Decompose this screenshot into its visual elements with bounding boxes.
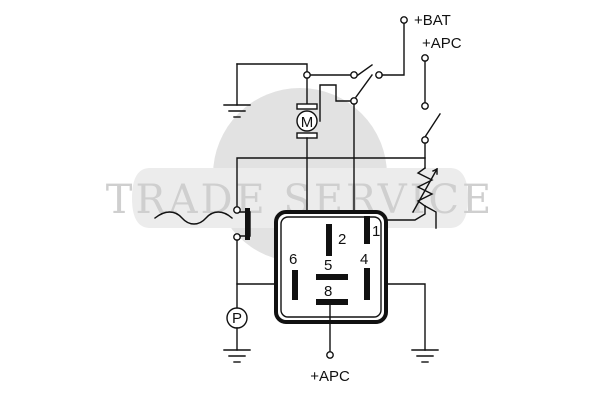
label-apc-bottom: +APC <box>310 368 350 385</box>
watermark-band <box>132 168 468 228</box>
terminal-motor-top <box>303 71 311 79</box>
pin-8-blade <box>316 299 348 305</box>
wire-resistor-right <box>424 205 437 229</box>
pin-5-label: 5 <box>324 257 332 274</box>
terminal-apc-top <box>421 54 429 62</box>
pressure-label: P <box>232 310 242 327</box>
terminal-switch-a <box>350 71 358 79</box>
motor-label: M <box>301 114 314 131</box>
pressure-switch: P <box>223 307 251 363</box>
switch-arm-apc <box>422 113 441 141</box>
label-apc-top: +APC <box>422 35 462 52</box>
pin-6-blade <box>292 270 298 300</box>
temp-sensor <box>154 206 251 241</box>
pin-2-blade <box>326 224 332 256</box>
motor: M <box>296 77 318 139</box>
switch-bat <box>357 16 408 79</box>
pin-5-blade <box>316 274 348 280</box>
switch-arm-b <box>355 74 373 98</box>
pin-4-label: 4 <box>360 251 368 268</box>
pin-6-label: 6 <box>289 251 297 268</box>
terminal-apc-bottom <box>326 351 334 359</box>
terminal-switch-b <box>350 97 358 105</box>
pin-2-label: 2 <box>338 231 346 248</box>
ground-top-left <box>223 63 251 118</box>
ground-bottom-right <box>411 349 439 363</box>
terminal-apc-mid <box>421 102 429 110</box>
wire-pin4-to-ground <box>385 283 426 351</box>
pin-1-label: 1 <box>372 223 380 240</box>
relay-module: 2 1 5 6 4 8 <box>274 210 388 324</box>
wire-ground-to-motor <box>236 63 308 76</box>
terminal-apc-low <box>421 136 429 144</box>
pin-4-blade <box>364 268 370 300</box>
label-bat: +BAT <box>414 12 451 29</box>
wire-motor-side <box>319 84 355 122</box>
wire-resistor-to-pin1 <box>374 205 426 221</box>
pin-1-blade <box>364 216 370 244</box>
wire-feed-left <box>236 157 426 211</box>
thermistor <box>412 167 438 213</box>
pin-8-label: 8 <box>324 283 332 300</box>
